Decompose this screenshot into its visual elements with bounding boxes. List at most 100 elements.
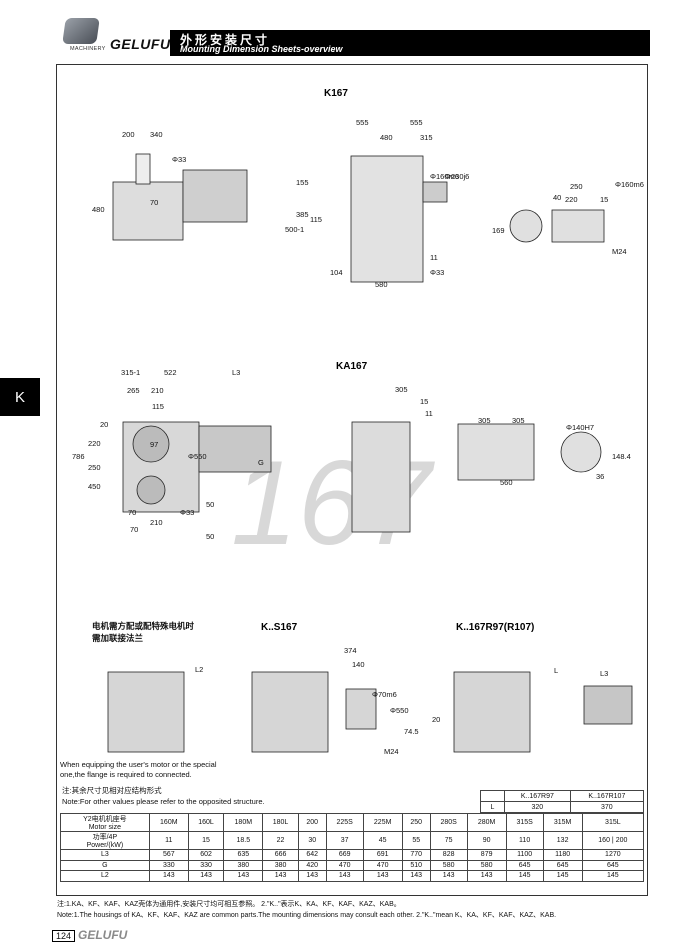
ka167-shaft-view [457, 423, 602, 481]
dimension-label: 786 [72, 452, 85, 461]
title-cn: 外形安装尺寸 [180, 33, 271, 47]
table-cell: 580 [466, 859, 507, 871]
motor-note-en-line2: one,the flange is required to connected. [60, 770, 192, 779]
power-cell: 55 [401, 831, 431, 850]
bore-shape [560, 431, 602, 473]
dimension-label: 11 [425, 409, 433, 418]
table-cell: 145 [542, 870, 583, 882]
table-cell: 642 [297, 849, 327, 861]
table-cell: 470 [325, 859, 364, 871]
table-cell: 420 [297, 859, 327, 871]
dimension-label: 15 [600, 195, 609, 204]
motor-size-cell: 180M [223, 813, 264, 832]
motor-note-cn: 电机需方配或配特殊电机时 需加联接法兰 [92, 620, 194, 644]
table-cell: 1270 [581, 849, 645, 861]
motor-note-en-line1: When equipping the user's motor or the s… [60, 760, 217, 769]
section-ks167: K..S167 [261, 622, 298, 633]
motor-size-cell: 250 [401, 813, 431, 832]
dimension-label: M24 [384, 747, 399, 756]
dimension-label: 374 [344, 646, 357, 655]
dimension-label: 315-1 [121, 368, 141, 377]
footer-brand: GELUFU [78, 928, 128, 942]
logo-brand: GELUFU [110, 36, 171, 52]
hollow-shaft-shape [457, 423, 535, 481]
dimension-label: 70 [130, 525, 139, 534]
kr-housing-shape [453, 671, 531, 753]
logo: MACHINERY GELUFU [58, 16, 178, 56]
motor-size-cell: 160M [148, 813, 189, 832]
k167-shaft-view [509, 209, 605, 243]
dimension-label: 140 [352, 660, 365, 669]
dimension-label: 450 [88, 482, 101, 491]
other-note-en: Note:For other values please refer to th… [62, 797, 265, 806]
table-cell: 669 [325, 849, 364, 861]
table-cell: 143 [325, 870, 364, 882]
ks-housing-shape [251, 671, 329, 753]
drawings: 167 K167 KA167 K..S167 K..1 [107, 88, 633, 753]
motor-size-cell: 280M [466, 813, 507, 832]
ka167-front-view [351, 421, 411, 533]
dimension-label: 74.5 [404, 727, 419, 736]
table-cell: 470 [362, 859, 403, 871]
dimension-label: 522 [164, 368, 177, 377]
dimension-label: Φ33 [430, 268, 445, 277]
motor-note-cn-line1: 电机需方配或配特殊电机时 [92, 621, 195, 631]
table-cell: 380 [262, 859, 299, 871]
table-cell: 143 [401, 870, 431, 882]
dimension-label: Φ160m6 [430, 172, 459, 181]
title-bar: 外形安装尺寸 Mounting Dimension Sheets-overvie… [170, 30, 650, 56]
dimension-label: 210 [151, 386, 164, 395]
section-ka167: KA167 [336, 361, 368, 372]
dimension-label: 305 [395, 385, 408, 394]
motor-size-cell: 280S [429, 813, 468, 832]
dimension-label: 20 [432, 715, 441, 724]
dimension-label: 210 [150, 518, 163, 527]
l-table-h2: K..167R107 [569, 790, 645, 802]
table-cell: 1180 [542, 849, 583, 861]
shaft-shape [551, 209, 605, 243]
dimension-label: 50 [206, 500, 215, 509]
table-cell: 691 [362, 849, 403, 861]
table-cell: 143 [429, 870, 468, 882]
table-cell: 1100 [505, 849, 544, 861]
dimension-label: 340 [150, 130, 163, 139]
row-label: G [60, 859, 150, 871]
table-cell: 143 [148, 870, 189, 882]
table-cell: 645 [542, 859, 583, 871]
dimension-label: Φ550 [390, 706, 409, 715]
dimension-label: 148.4 [612, 452, 631, 461]
dimension-label: 250 [88, 463, 101, 472]
dimension-label: 11 [430, 253, 438, 262]
table-cell: 145 [581, 870, 645, 882]
power-cell: 160 | 200 [581, 831, 645, 850]
dimension-label: 500-1 [285, 225, 305, 234]
table-cell: 330 [187, 859, 225, 871]
power-cell: 132 [542, 831, 583, 850]
l-table-v1: 320 [504, 801, 571, 813]
table-cell: 330 [148, 859, 189, 871]
dimension-label: 385 [296, 210, 309, 219]
table-cell: 645 [581, 859, 645, 871]
logo-machinery: MACHINERY [70, 46, 106, 52]
dimension-label: 250 [570, 182, 583, 191]
motor-note-cn-line2: 需加联接法兰 [92, 633, 144, 643]
shaft-shape [422, 181, 448, 203]
gear-icon [62, 18, 100, 44]
dimension-label: 305 [478, 416, 491, 425]
shaft-section-shape [509, 209, 543, 243]
dimension-label: Φ550 [188, 452, 207, 461]
motor-note-en: When equipping the user's motor or the s… [60, 760, 217, 780]
section-k167: K167 [324, 88, 348, 99]
power-cell: 11 [148, 831, 189, 850]
other-note-cn: 注:其余尺寸见相对应结构形式 [62, 786, 162, 795]
section-kr167: K..167R97(R107) [456, 622, 534, 633]
footnote-en: Note:1.The housings of KA、KF、KAF、KAZ are… [57, 912, 557, 919]
flange-housing-shape [107, 671, 185, 753]
table-cell: 567 [148, 849, 189, 861]
page-header: MACHINERY GELUFU 外形安装尺寸 Mounting Dimensi… [0, 0, 700, 60]
table-cell: 510 [401, 859, 431, 871]
dimension-label: Φ140H7 [566, 423, 595, 432]
